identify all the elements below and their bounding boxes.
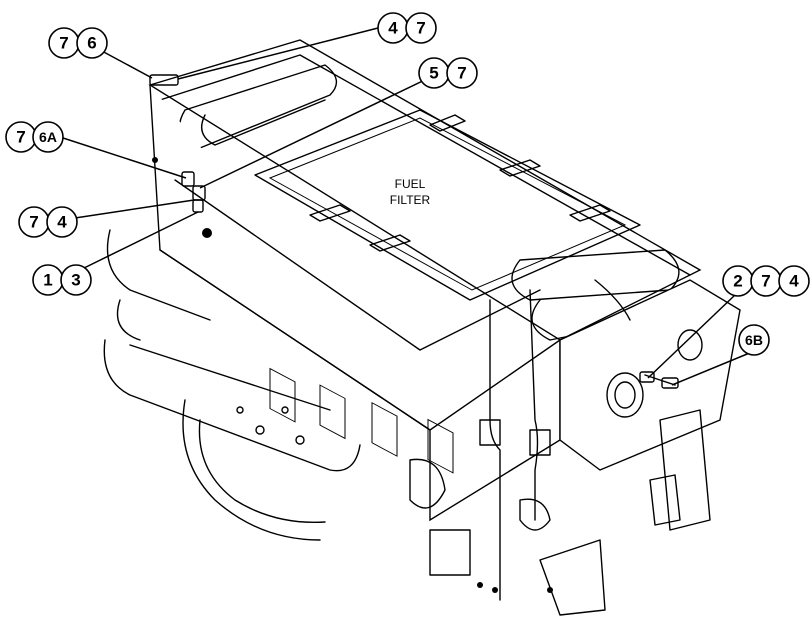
callout-2-7-4: 2 7 4 <box>722 265 810 297</box>
engine-body <box>103 39 741 616</box>
callout-number: 3 <box>71 271 80 290</box>
callout-5-7: 5 7 <box>418 57 478 89</box>
callout-number: 7 <box>29 213 38 232</box>
callout-number: 4 <box>789 272 799 291</box>
callout-7-6a: 7 6A <box>5 121 64 153</box>
fuel-filter-label-line1: FUEL <box>395 177 426 191</box>
callout-4-7: 4 7 <box>377 12 437 44</box>
callout-number: 7 <box>457 64 466 83</box>
callout-number: 5 <box>429 64 438 83</box>
callout-7-6: 7 6 <box>48 27 108 59</box>
fuel-filter-label-line2: FILTER <box>390 193 431 207</box>
callout-number: 4 <box>57 213 67 232</box>
callout-number: 7 <box>59 34 68 53</box>
callout-number: 2 <box>733 272 742 291</box>
callout-number: 7 <box>761 272 770 291</box>
callout-number: 6B <box>745 332 763 348</box>
callout-6b: 6B <box>738 324 770 356</box>
callout-number: 6A <box>39 129 57 145</box>
callout-1-3: 1 3 <box>32 264 92 296</box>
callout-number: 7 <box>416 19 425 38</box>
callout-number: 7 <box>16 128 25 147</box>
callout-number: 4 <box>388 19 398 38</box>
callout-7-4: 7 4 <box>18 206 78 238</box>
callout-number: 1 <box>43 271 52 290</box>
callout-number: 6 <box>87 34 96 53</box>
leader-lines <box>59 27 753 386</box>
